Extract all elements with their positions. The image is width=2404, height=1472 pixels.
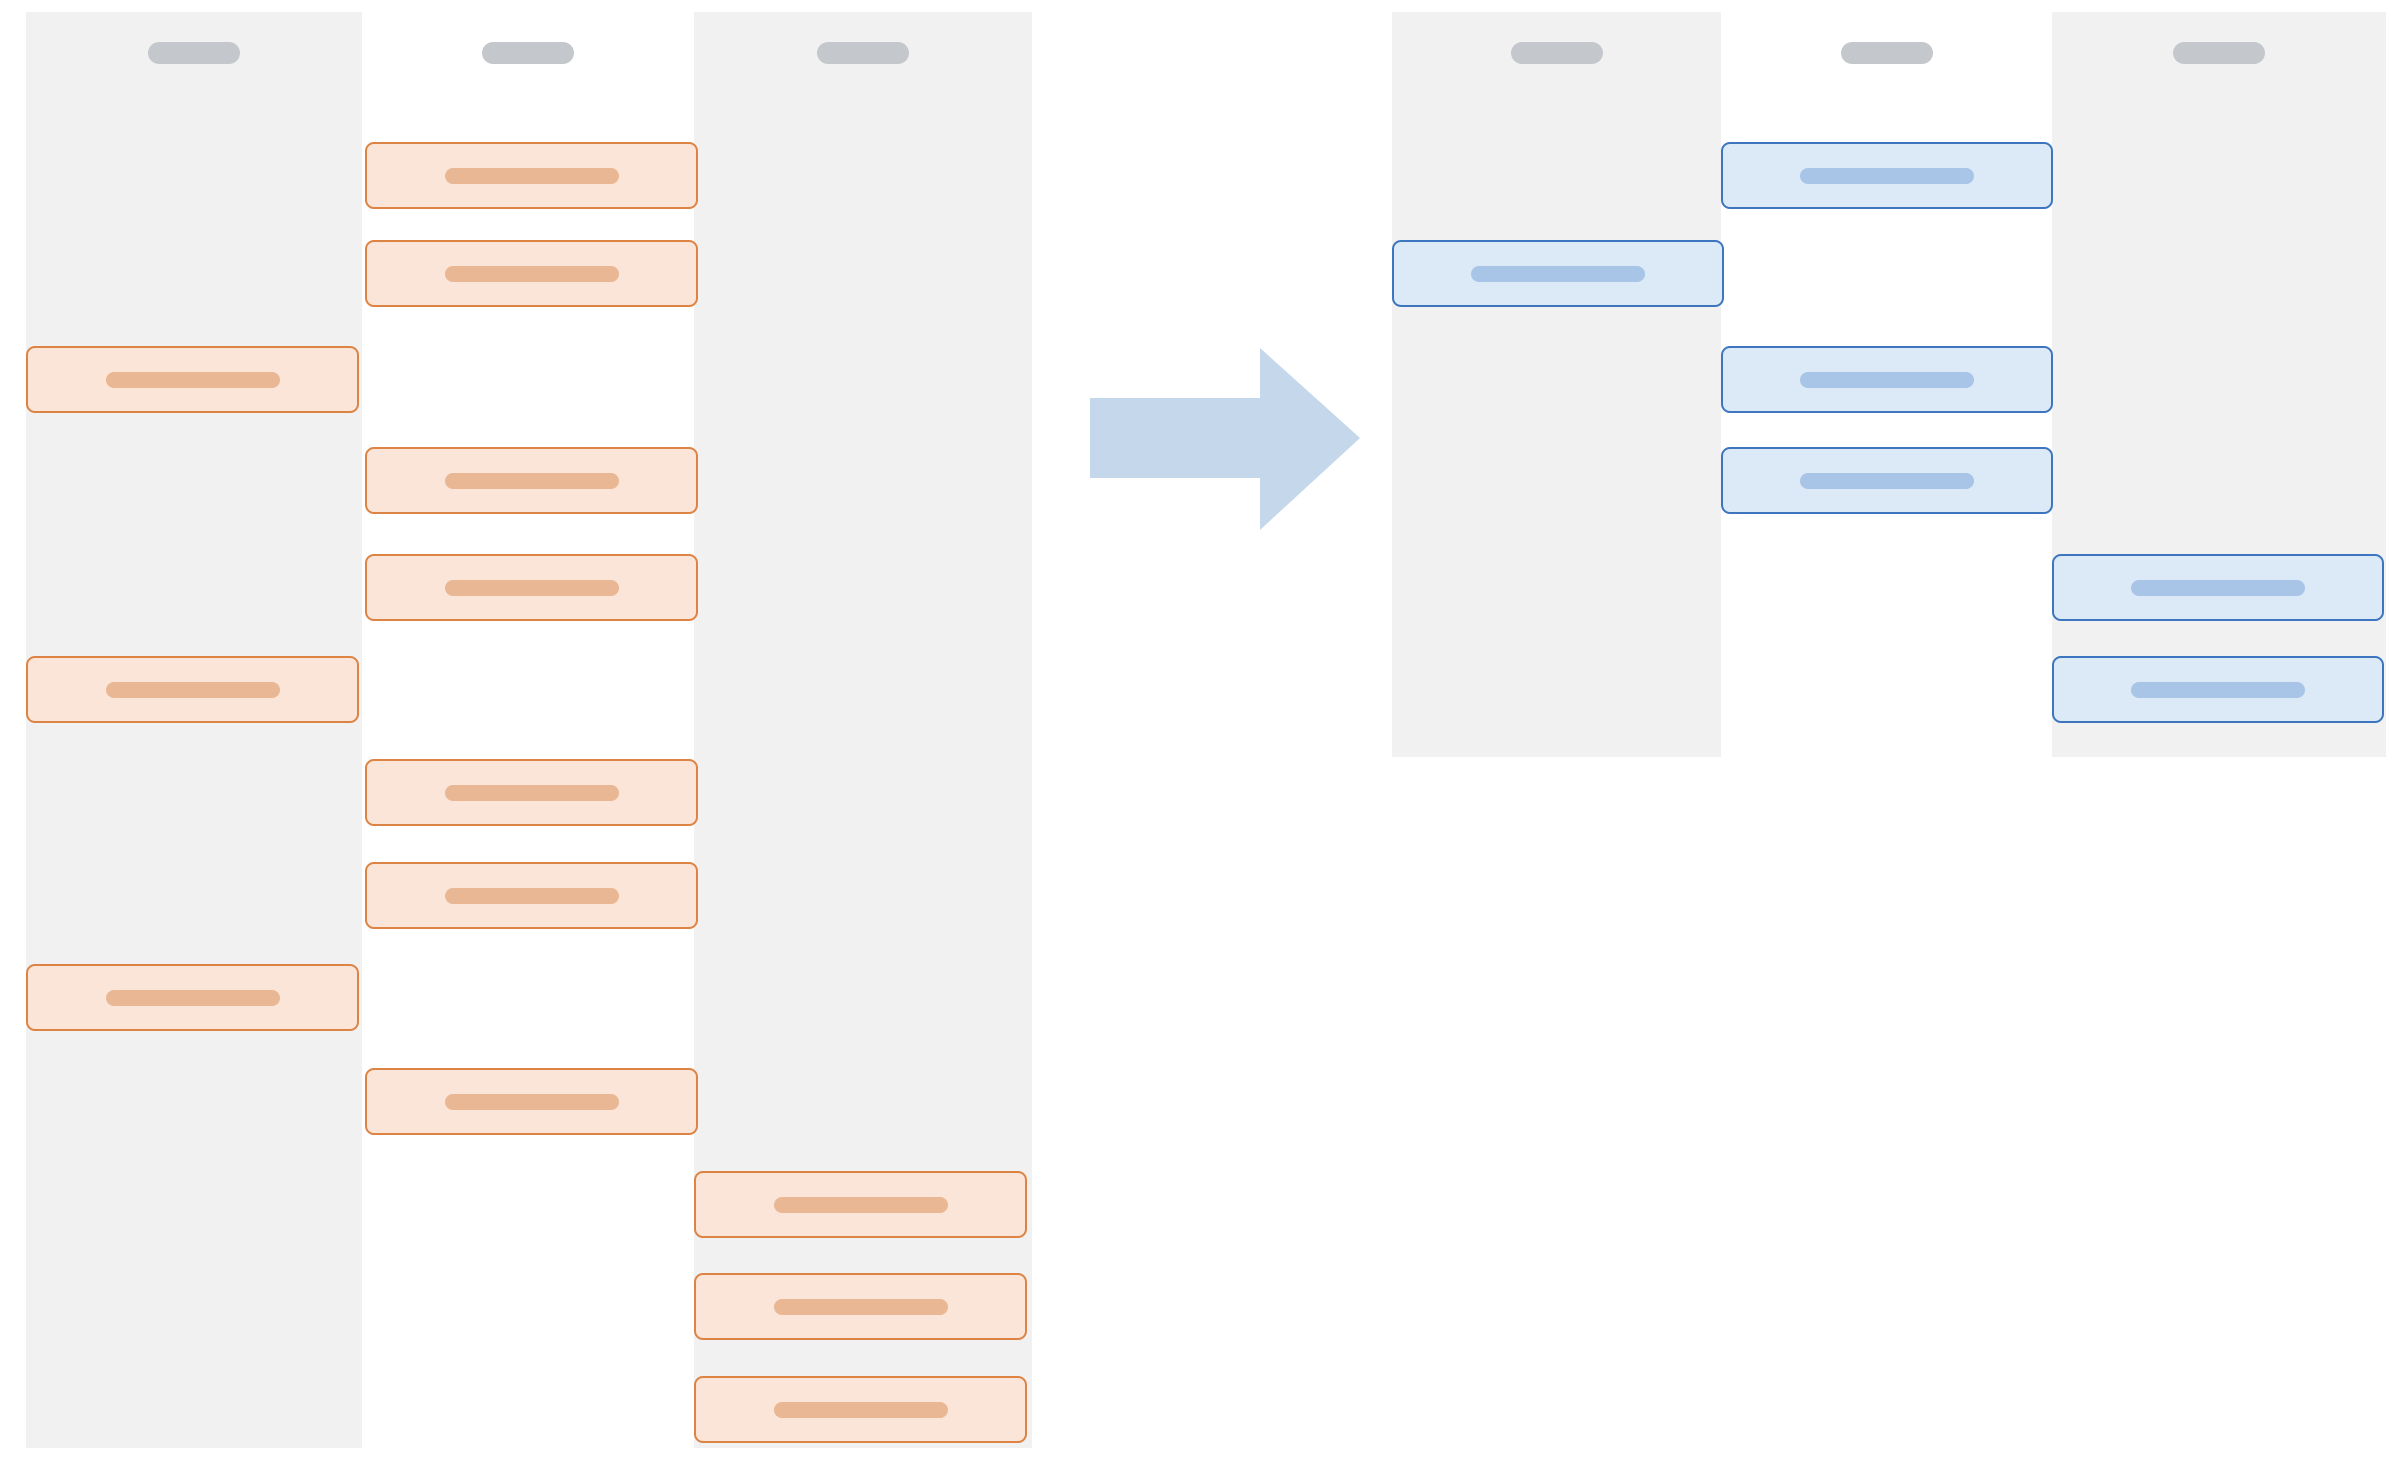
card-label [2131, 579, 2305, 596]
card-label [444, 579, 619, 596]
right-arrow-icon [1090, 348, 1360, 530]
before-task-card [694, 1171, 1027, 1238]
card-label [444, 784, 619, 801]
card-label [105, 681, 280, 698]
after-lane-3 [2052, 12, 2386, 757]
lane-header [482, 42, 574, 64]
after-task-card [1721, 346, 2053, 413]
card-label [105, 989, 280, 1006]
card-label [1471, 265, 1645, 282]
card-label [2131, 681, 2305, 698]
after-lane-2 [1721, 12, 2052, 757]
before-lane-2 [362, 12, 694, 1448]
card-label [1800, 167, 1974, 184]
lane-header [1840, 42, 1933, 64]
card-label [773, 1196, 948, 1213]
before-lane-1 [26, 12, 362, 1448]
lane-header [2173, 42, 2265, 64]
card-label [105, 371, 280, 388]
card-label [773, 1298, 948, 1315]
after-task-card [1721, 142, 2053, 209]
after-task-card [2052, 656, 2384, 723]
before-task-card [365, 240, 698, 307]
before-task-card [365, 447, 698, 514]
card-label [444, 1093, 619, 1110]
before-task-card [365, 554, 698, 621]
lane-header [817, 42, 909, 64]
after-lane-1 [1392, 12, 1721, 757]
card-label [444, 265, 619, 282]
after-task-card [2052, 554, 2384, 621]
card-label [444, 887, 619, 904]
card-label [444, 472, 619, 489]
card-label [773, 1401, 948, 1418]
before-task-card [365, 1068, 698, 1135]
before-task-card [26, 346, 359, 413]
before-task-card [365, 142, 698, 209]
after-task-card [1721, 447, 2053, 514]
card-label [1800, 472, 1974, 489]
card-label [1800, 371, 1974, 388]
before-task-card [694, 1273, 1027, 1340]
before-task-card [26, 656, 359, 723]
before-task-card [365, 759, 698, 826]
lane-header [1510, 42, 1603, 64]
before-task-card [694, 1376, 1027, 1443]
card-label [444, 167, 619, 184]
lane-header [148, 42, 240, 64]
after-task-card [1392, 240, 1724, 307]
before-task-card [365, 862, 698, 929]
before-task-card [26, 964, 359, 1031]
